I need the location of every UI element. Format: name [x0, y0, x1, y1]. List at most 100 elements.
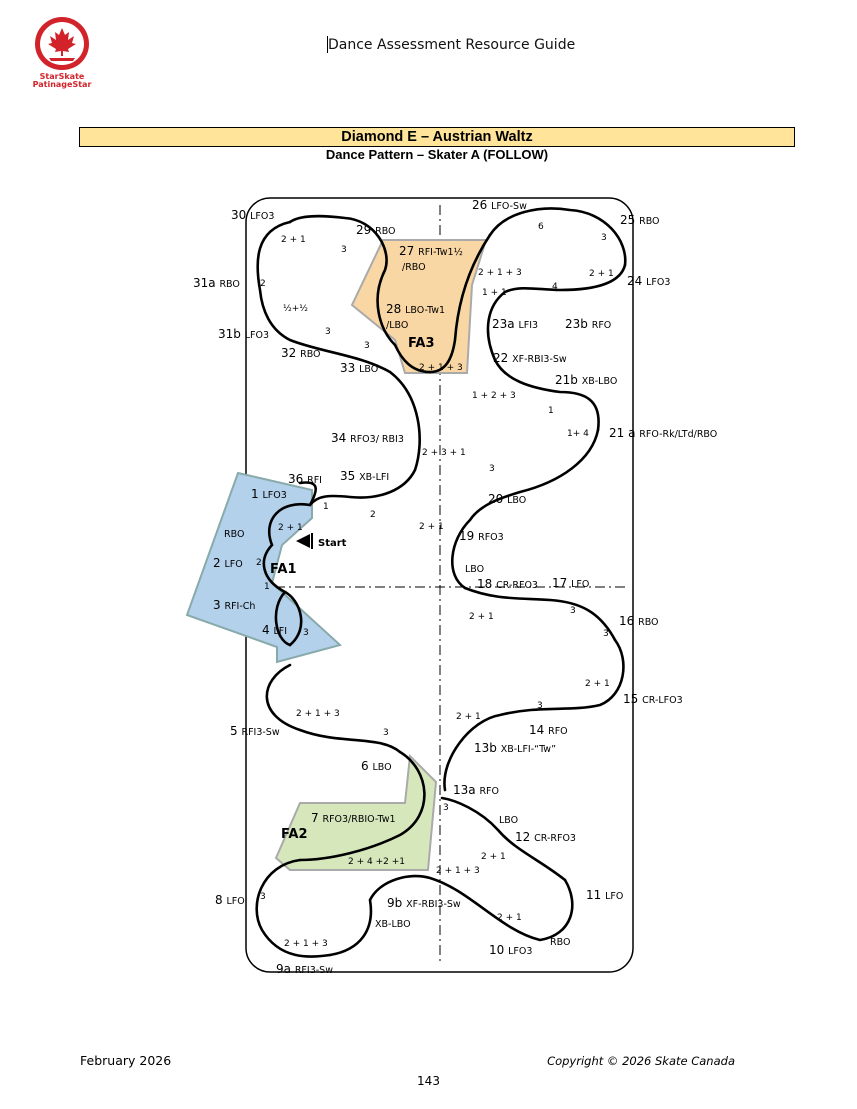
logo-text-patinagestar: PatinageStar [33, 80, 92, 89]
beat: 3 [383, 728, 389, 738]
beat: 3 [260, 892, 266, 902]
starskate-logo: StarSkate PatinageStar [33, 17, 92, 89]
step-9b: 9b XF-RBI3-Sw [387, 896, 461, 910]
beat: 2 + 3 + 1 [422, 448, 466, 458]
beat: ½+½ [283, 304, 308, 314]
fa2-area [274, 753, 438, 871]
label-rbo-10: RBO [550, 937, 570, 948]
beat: 2 + 1 + 3 [436, 866, 480, 876]
step-35: 35 XB-LFI [340, 469, 389, 483]
step-32: 32 RBO [281, 346, 321, 360]
step-17: 17 LFO [552, 576, 589, 590]
dance-title: Diamond E – Austrian Waltz [79, 127, 795, 147]
step-8: 8 LFO [215, 893, 245, 907]
step-10: 10 LFO3 [489, 943, 532, 957]
beat: 3 [325, 327, 331, 337]
beat: 1+ 4 [567, 429, 589, 439]
step-34: 34 RFO3/ RBI3 [331, 431, 404, 445]
step-13a: 13a RFO [453, 783, 499, 797]
text-cursor [327, 36, 328, 53]
step-23a: 23a LFI3 [492, 317, 538, 331]
header-title: Dance Assessment Resource Guide [328, 37, 576, 53]
step-21b: 21b XB-LBO [555, 373, 617, 387]
label-lbo-19: LBO [465, 564, 484, 575]
step-36: 36 RFI [288, 472, 322, 486]
step-29: 29 RBO [356, 223, 396, 237]
beat: 2 + 1 + 3 [284, 939, 328, 949]
step-27: 27 RFI-Tw1½ [399, 244, 463, 258]
step-24: 24 LFO3 [627, 274, 670, 288]
beat: 2 + 1 [456, 712, 481, 722]
step-18: 18 CR-RFO3 [477, 577, 538, 591]
beat: 1 [264, 582, 270, 592]
beat: 2 [256, 558, 262, 568]
step-20: 20 LBO [488, 492, 526, 506]
label-xblbo-9b: XB-LBO [375, 919, 411, 930]
beat: 2 + 1 [419, 522, 444, 532]
step-11: 11 LFO [586, 888, 623, 902]
beat: 1 + 2 + 3 [472, 391, 516, 401]
step-3: 3 RFI-Ch [213, 598, 255, 612]
dance-subtitle: Dance Pattern – Skater A (FOLLOW) [325, 147, 549, 162]
step-15: 15 CR-LFO3 [623, 692, 683, 706]
beat: 1 [323, 502, 329, 512]
step-5: 5 RFI3-Sw [230, 724, 280, 738]
beat: 6 [538, 222, 544, 232]
step-33: 33 LBO [340, 361, 378, 375]
step-7: 7 RFO3/RBIO-Tw1 [311, 811, 396, 825]
beat: 2 [260, 279, 266, 289]
footer-date: February 2026 [80, 1053, 172, 1068]
fa3-label: FA3 [408, 336, 435, 351]
step-28: 28 LBO-Tw1 [386, 302, 445, 316]
beat: 2 [370, 510, 376, 520]
beat: 3 [341, 245, 347, 255]
beat: 3 [603, 629, 609, 639]
step-31b: 31b LFO3 [218, 327, 269, 341]
step-14: 14 RFO [529, 723, 568, 737]
step-21a: 21 a RFO-Rk/LTd/RBO [609, 426, 717, 440]
footer-copyright: Copyright © 2026 Skate Canada [547, 1054, 735, 1068]
beat: 3 [489, 464, 495, 474]
step-27-sub: /RBO [402, 262, 426, 273]
beat: 4 [552, 282, 558, 292]
beat: 2 + 1 + 3 [419, 363, 463, 373]
beat: 2 + 1 [469, 612, 494, 622]
beat: 2 + 1 + 3 [478, 268, 522, 278]
fa1-label: FA1 [270, 562, 297, 577]
step-9a: 9a RFI3-Sw [276, 962, 333, 976]
extra-edge-labels: RBO LBO LBO RBO XB-LBO [224, 529, 570, 948]
fa2-label: FA2 [281, 827, 308, 842]
step-12: 12 CR-RFO3 [515, 830, 576, 844]
beat: 1 + 1 [482, 288, 507, 298]
beat: 3 [303, 628, 309, 638]
beat: 2 + 1 [281, 235, 306, 245]
step-31a: 31a RBO [193, 276, 240, 290]
page-number: 143 [417, 1074, 440, 1088]
beat: 1 [548, 406, 554, 416]
start-label: Start [318, 538, 347, 549]
start-arrow-icon [296, 534, 310, 548]
beat-counts: 2 + 1 3 2 ½+½ 3 3 6 3 2 + 1 2 + 1 + 3 1 … [256, 222, 614, 949]
beat: 3 [570, 606, 576, 616]
label-rbo-fa1: RBO [224, 529, 244, 540]
skating-path [255, 207, 627, 958]
step-23b: 23b RFO [565, 317, 611, 331]
beat: 2 + 1 [589, 269, 614, 279]
step-30: 30 LFO3 [231, 208, 274, 222]
step-25: 25 RBO [620, 213, 660, 227]
label-lbo-12: LBO [499, 815, 518, 826]
beat: 2 + 1 [585, 679, 610, 689]
step-1: 1 LFO3 [251, 487, 287, 501]
step-28-sub: /LBO [386, 320, 408, 331]
beat: 3 [537, 701, 543, 711]
step-6: 6 LBO [361, 759, 392, 773]
step-2: 2 LFO [213, 556, 243, 570]
beat: 2 + 1 [481, 852, 506, 862]
beat: 3 [443, 803, 449, 813]
step-labels: 1 LFO3 2 LFO 3 RFI-Ch 4 LFI 5 RFI3-Sw 6 … [193, 198, 717, 976]
step-4: 4 LFI [262, 623, 287, 637]
beat: 3 [601, 233, 607, 243]
step-22: 22 XF-RBI3-Sw [493, 351, 567, 365]
beat: 2 + 4 +2 +1 [348, 857, 405, 867]
